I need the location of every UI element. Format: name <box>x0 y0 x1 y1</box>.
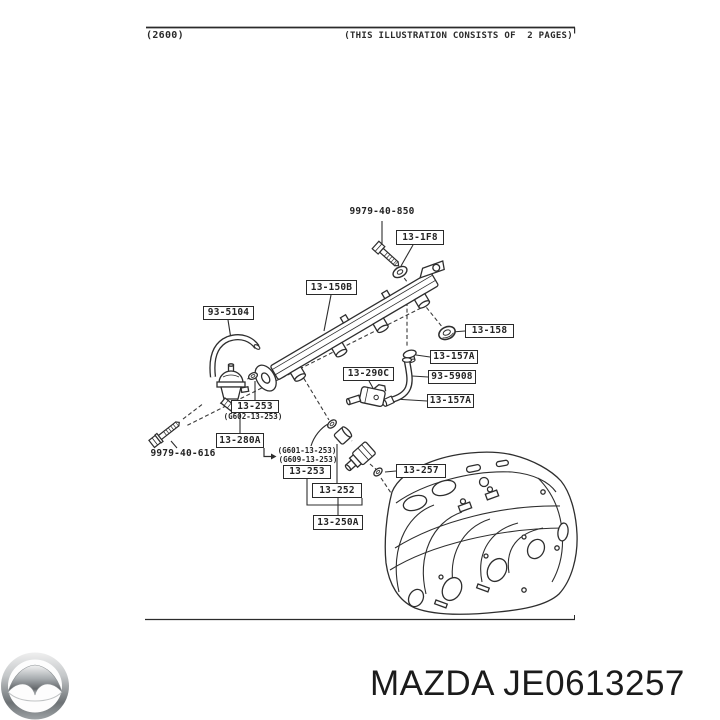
injector-oring-upper-drawing <box>327 419 337 429</box>
page-code: (2600) <box>146 30 184 41</box>
part-label-13-1F8: 13-1F8 <box>396 230 444 245</box>
regulator-hose-drawing <box>209 334 261 378</box>
page-rule-top <box>146 26 576 34</box>
part-label-93-5908: 93-5908 <box>428 370 476 384</box>
rail-bolt-drawing <box>371 240 400 267</box>
part-label-G601-ref: (G601-13-253) <box>277 445 337 455</box>
fuel-return-hose-drawing <box>381 357 413 407</box>
part-label-13-257: 13-257 <box>396 464 446 478</box>
injector-oring-lower-drawing <box>373 467 383 477</box>
part-number-title: MAZDA JE0613257 <box>370 664 685 703</box>
fuel-rail-drawing <box>254 260 445 392</box>
part-label-13-250A: 13-250A <box>313 515 363 530</box>
part-label-13-252: 13-252 <box>312 483 362 498</box>
part-label-G602-ref: (G602-13-253) <box>223 411 283 421</box>
intake-manifold-drawing <box>384 451 578 615</box>
bracket-bolt-drawing <box>148 421 180 449</box>
part-label-9979-40-616: 9979-40-616 <box>150 448 216 460</box>
part-label-G609-ref: (G609-13-253) <box>278 454 338 464</box>
page-rule-bottom <box>145 615 575 621</box>
page-note: (THIS ILLUSTRATION CONSISTS OF 2 PAGES) <box>344 31 573 41</box>
injector-body-drawing <box>344 441 376 472</box>
regulator-oring-drawing <box>247 372 259 380</box>
injector-cap-drawing <box>333 426 353 445</box>
grommet-drawing <box>438 325 456 341</box>
part-label-13-157A-lower: 13-157A <box>427 394 474 408</box>
part-label-13-253-injector: 13-253 <box>283 465 331 479</box>
part-label-93-5104: 93-5104 <box>203 306 254 320</box>
part-label-9979-40-850: 9979-40-850 <box>349 206 415 218</box>
washer-drawing <box>392 265 408 279</box>
check-valve-drawing <box>345 384 387 408</box>
reference-arrow-icon <box>263 448 277 460</box>
part-label-13-290C: 13-290C <box>343 367 394 381</box>
part-label-13-158: 13-158 <box>465 324 514 338</box>
part-label-13-253-regulator: 13-253 <box>231 400 279 413</box>
part-label-13-150B: 13-150B <box>306 280 357 295</box>
pressure-regulator-drawing <box>216 363 250 414</box>
part-label-13-280A: 13-280A <box>216 433 264 448</box>
part-label-13-157A-upper: 13-157A <box>430 350 478 364</box>
mazda-logo <box>1 652 69 720</box>
